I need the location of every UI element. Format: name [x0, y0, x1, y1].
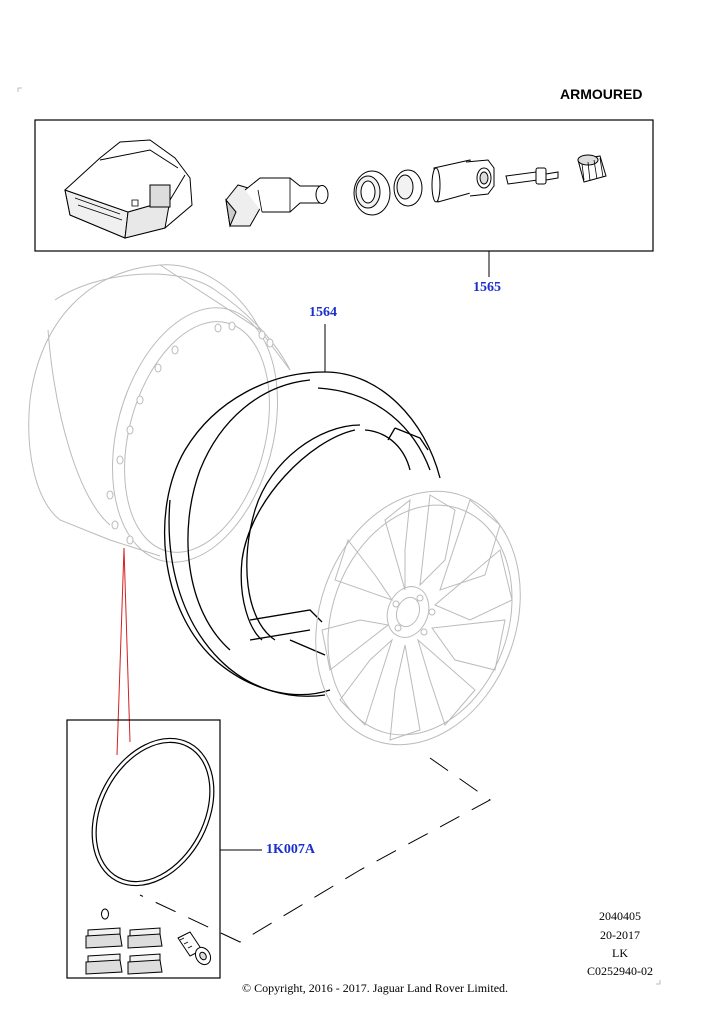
callout-1k007a[interactable]: 1K007A: [266, 842, 315, 857]
reference-code-2: 20-2017: [600, 928, 640, 942]
wheel-rim-outline: [28, 264, 291, 563]
copyright-text: © Copyright, 2016 - 2017. Jaguar Land Ro…: [241, 981, 509, 995]
reference-code-4: C0252940-02: [587, 964, 653, 978]
valve-core-part[interactable]: [505, 167, 559, 185]
reference-code-3: LK: [612, 946, 628, 960]
bolt-part[interactable]: [177, 931, 214, 967]
valve-stem-part[interactable]: [225, 177, 329, 228]
wheel-face-outline: [315, 490, 521, 746]
washer-part[interactable]: [393, 169, 423, 207]
callout-1564[interactable]: 1564: [309, 305, 337, 320]
assembly-dashed-line: [139, 757, 491, 943]
tpms-sensor-part[interactable]: [64, 139, 193, 239]
callout-1565[interactable]: 1565: [473, 280, 501, 295]
valve-cap-part[interactable]: [577, 154, 607, 183]
rim-bolt-holes: [106, 321, 274, 545]
reference-code-1: 2040405: [599, 909, 641, 923]
balance-weights-part[interactable]: [85, 927, 163, 975]
crop-mark-top-left: [17, 87, 22, 92]
small-o-ring-part[interactable]: [101, 908, 109, 920]
wheel-face-bolts: [392, 594, 436, 636]
page-title: ARMOURED: [560, 86, 643, 102]
seal-kit-box: [66, 719, 221, 979]
red-leader-lines: [116, 547, 131, 756]
seal-ring-part[interactable]: [68, 717, 238, 906]
valve-nut-part[interactable]: [431, 159, 495, 203]
tpms-kit-box: [34, 119, 654, 252]
crop-mark-bottom-right: [656, 980, 661, 985]
grommet-part[interactable]: [353, 170, 391, 216]
tyre-insert-part[interactable]: [163, 371, 441, 697]
